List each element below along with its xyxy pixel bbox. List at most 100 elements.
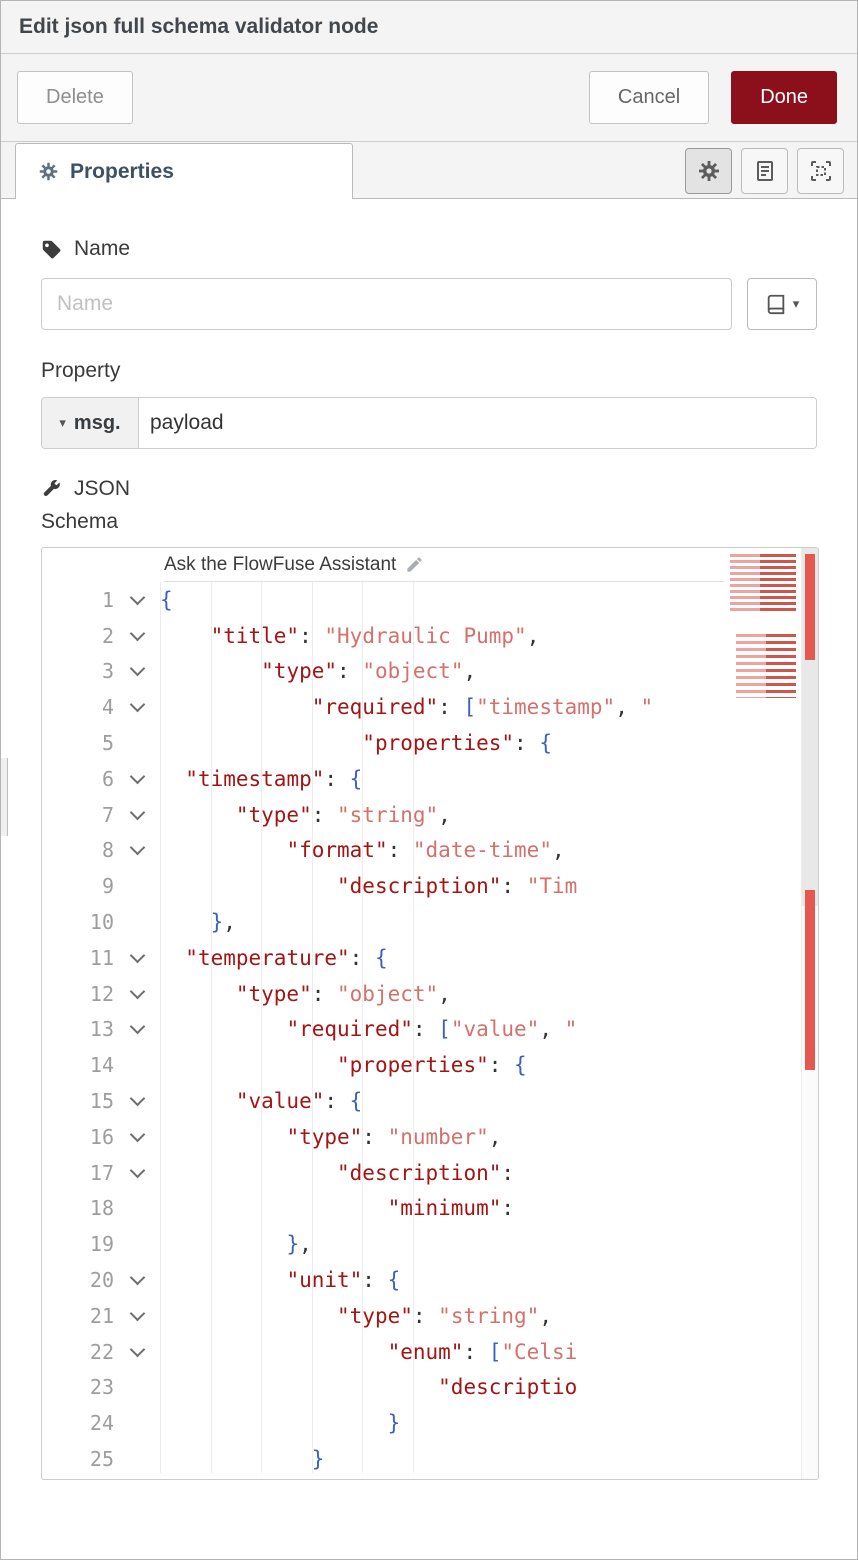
line-number: 12 bbox=[89, 981, 114, 1006]
code-line[interactable]: 14 "properties": { bbox=[42, 1047, 726, 1083]
code-text: "required": ["timestamp", " bbox=[311, 695, 654, 720]
code-line[interactable]: 9 "description": "Tim bbox=[42, 868, 726, 904]
code-line[interactable]: 3 "type": "object", bbox=[42, 654, 726, 690]
cancel-button[interactable]: Cancel bbox=[588, 71, 710, 124]
property-value-wrap bbox=[139, 398, 816, 448]
error-marker bbox=[805, 890, 815, 1070]
code-line[interactable]: 5 "properties": { bbox=[42, 725, 726, 761]
fold-chevron-icon[interactable] bbox=[114, 947, 160, 964]
code-text: "type": "string", bbox=[235, 802, 451, 827]
code-line[interactable]: 6 "timestamp": { bbox=[42, 761, 726, 797]
code-content[interactable]: 1{2 "title": "Hydraulic Pump",3 "type": … bbox=[42, 582, 726, 1479]
line-number: 19 bbox=[89, 1232, 114, 1257]
line-number: 5 bbox=[101, 731, 114, 756]
fold-chevron-icon[interactable] bbox=[114, 661, 160, 677]
overview-ruler[interactable] bbox=[801, 548, 818, 1479]
code-line[interactable]: 19 }, bbox=[42, 1226, 726, 1262]
dialog-header: Edit json full schema validator node bbox=[1, 1, 857, 54]
code-line[interactable]: 22 "enum": ["Celsi bbox=[42, 1334, 726, 1370]
tab-properties-label: Properties bbox=[70, 159, 174, 183]
done-button[interactable]: Done bbox=[731, 71, 837, 124]
description-button[interactable] bbox=[741, 148, 788, 194]
code-text: "type": "number", bbox=[286, 1124, 502, 1149]
code-line[interactable]: 10 }, bbox=[42, 904, 726, 940]
code-line[interactable]: 21 "type": "string", bbox=[42, 1298, 726, 1334]
code-line[interactable]: 7 "type": "string", bbox=[42, 797, 726, 833]
code-line[interactable]: 12 "type": "object", bbox=[42, 976, 726, 1012]
code-line[interactable]: 18 "minimum": bbox=[42, 1191, 726, 1227]
code-text: "title": "Hydraulic Pump", bbox=[210, 623, 540, 648]
fold-chevron-icon[interactable] bbox=[114, 840, 160, 856]
chevron-down-icon: ▾ bbox=[59, 415, 66, 431]
book-icon bbox=[765, 293, 787, 315]
code-line[interactable]: 15 "value": { bbox=[42, 1083, 726, 1119]
fold-chevron-icon[interactable] bbox=[114, 768, 160, 785]
code-line[interactable]: 4 "required": ["timestamp", " bbox=[42, 689, 726, 725]
tab-properties[interactable]: Properties bbox=[15, 143, 353, 199]
code-text: "format": "date-time", bbox=[286, 838, 565, 863]
line-number: 20 bbox=[89, 1268, 114, 1293]
fold-chevron-icon[interactable] bbox=[114, 1162, 160, 1178]
line-number: 15 bbox=[89, 1089, 114, 1114]
code-line[interactable]: 16 "type": "number", bbox=[42, 1119, 726, 1155]
code-text: "value": { bbox=[235, 1089, 363, 1114]
indent-guide bbox=[160, 582, 161, 1473]
properties-form: Name ▾ Property ▾ msg. bbox=[1, 199, 857, 1480]
property-type-select[interactable]: ▾ msg. bbox=[42, 398, 139, 448]
line-number: 13 bbox=[89, 1017, 114, 1042]
code-text: }, bbox=[210, 910, 236, 935]
line-number: 4 bbox=[101, 695, 114, 720]
code-line[interactable]: 2 "title": "Hydraulic Pump", bbox=[42, 618, 726, 654]
fold-chevron-icon[interactable] bbox=[114, 1269, 160, 1286]
visual-editor-button[interactable]: ▾ bbox=[747, 278, 817, 330]
code-text: "descriptio bbox=[438, 1375, 578, 1400]
code-line[interactable]: 8 "format": "date-time", bbox=[42, 833, 726, 869]
json-schema-editor[interactable]: Ask the FlowFuse Assistant 1{2 "title": … bbox=[41, 547, 819, 1480]
fold-chevron-icon[interactable] bbox=[114, 983, 160, 999]
code-line[interactable]: 17 "description": bbox=[42, 1155, 726, 1191]
code-text: "description": "Tim bbox=[337, 874, 578, 899]
minimap[interactable] bbox=[726, 548, 801, 1479]
property-label-row: Property bbox=[41, 359, 817, 383]
fold-chevron-icon[interactable] bbox=[114, 697, 160, 713]
line-number: 17 bbox=[89, 1160, 114, 1185]
property-typed-input: ▾ msg. bbox=[41, 397, 817, 449]
fold-chevron-icon[interactable] bbox=[114, 589, 160, 606]
code-line[interactable]: 1{ bbox=[42, 582, 726, 618]
code-line[interactable]: 13 "required": ["value", " bbox=[42, 1012, 726, 1048]
appearance-button[interactable] bbox=[797, 148, 844, 194]
fold-chevron-icon[interactable] bbox=[114, 1341, 160, 1357]
tray-resize-grip[interactable] bbox=[1, 758, 8, 836]
fold-chevron-icon[interactable] bbox=[114, 1305, 160, 1322]
code-text: "timestamp": { bbox=[185, 766, 363, 791]
code-line[interactable]: 23 "descriptio bbox=[42, 1370, 726, 1406]
name-label-row: Name bbox=[41, 237, 817, 261]
code-text: "unit": { bbox=[286, 1268, 401, 1293]
edit-properties-button[interactable] bbox=[685, 148, 732, 194]
flowfuse-assistant-button[interactable]: Ask the FlowFuse Assistant bbox=[164, 548, 724, 582]
code-line[interactable]: 11 "temperature": { bbox=[42, 940, 726, 976]
fold-chevron-icon[interactable] bbox=[114, 804, 160, 820]
fold-chevron-icon[interactable] bbox=[114, 1019, 160, 1035]
delete-button[interactable]: Delete bbox=[17, 71, 133, 124]
code-text: "enum": ["Celsi bbox=[387, 1339, 578, 1364]
fold-chevron-icon[interactable] bbox=[114, 1090, 160, 1107]
line-number: 10 bbox=[89, 910, 114, 935]
indent-guide bbox=[362, 582, 363, 1473]
indent-guide bbox=[211, 582, 212, 1473]
fold-chevron-icon[interactable] bbox=[114, 625, 160, 641]
line-number: 24 bbox=[89, 1411, 114, 1436]
code-line[interactable]: 25 } bbox=[42, 1441, 726, 1477]
property-input[interactable] bbox=[139, 398, 816, 448]
chevron-down-icon: ▾ bbox=[792, 296, 800, 312]
json-label: JSON bbox=[74, 477, 131, 500]
code-line[interactable]: 24 } bbox=[42, 1405, 726, 1441]
name-input[interactable] bbox=[41, 278, 732, 330]
code-line[interactable]: 20 "unit": { bbox=[42, 1262, 726, 1298]
selection-frame-icon bbox=[809, 159, 833, 183]
line-number: 21 bbox=[89, 1303, 114, 1328]
fold-chevron-icon[interactable] bbox=[114, 1126, 160, 1143]
schema-label-row: Schema bbox=[41, 510, 817, 534]
code-text: }, bbox=[286, 1232, 312, 1257]
